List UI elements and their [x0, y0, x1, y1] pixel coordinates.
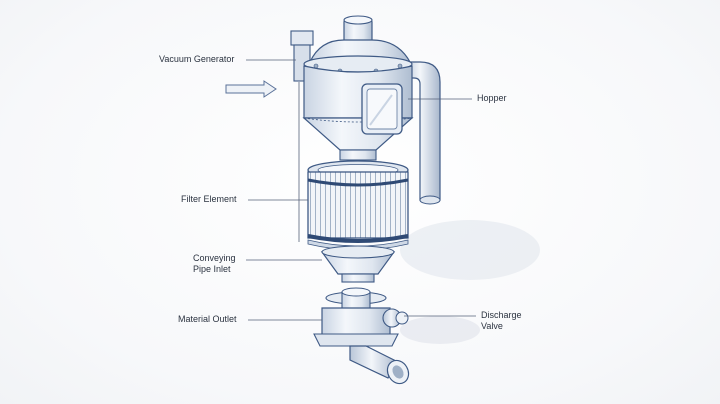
leader-lines	[246, 59, 476, 321]
cast-shadow	[400, 220, 540, 344]
flow-arrow	[225, 80, 277, 98]
filter-cartridge	[307, 160, 409, 251]
label-material-outlet: Material Outlet	[178, 314, 237, 324]
inlet-cone	[320, 245, 396, 283]
label-filter-element: Filter Element	[181, 194, 237, 204]
label-vacuum-generator: Vacuum Generator	[159, 54, 235, 64]
label-conveying-pipe-inlet: Conveying Pipe Inlet	[193, 253, 236, 274]
hopper-body	[302, 65, 414, 161]
top-cap	[303, 15, 413, 74]
discharge-valve-assembly	[313, 287, 410, 385]
label-discharge-valve: Discharge Valve	[481, 310, 522, 331]
label-hopper: Hopper	[477, 93, 507, 103]
return-pipe	[403, 61, 441, 205]
